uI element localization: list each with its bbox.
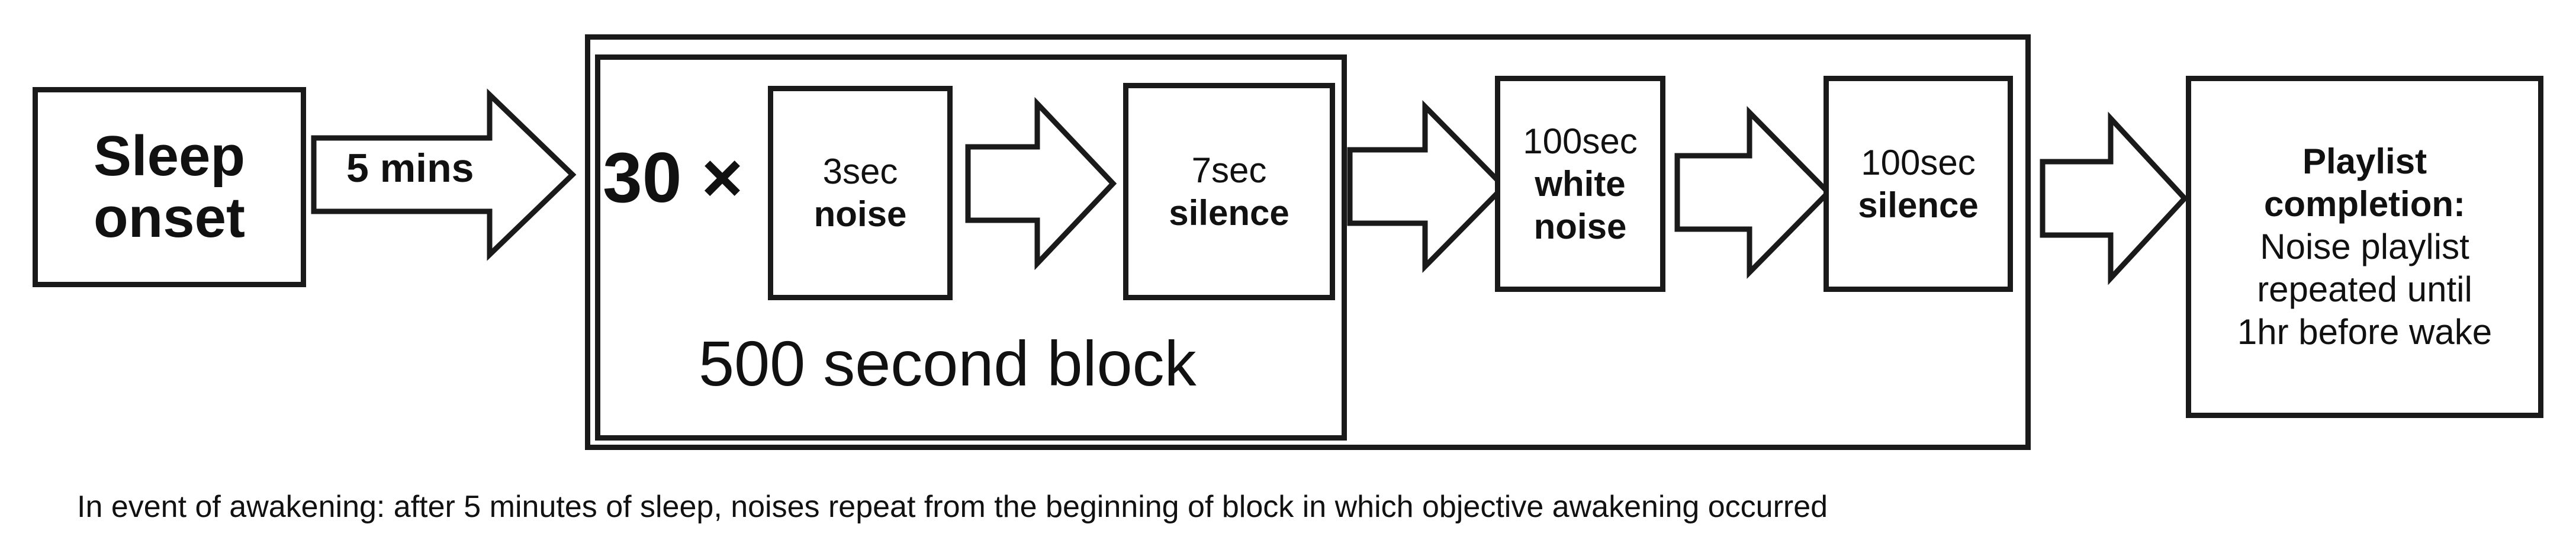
arrow-icon-noise-to-silence bbox=[965, 97, 1117, 271]
arrow-delay-shape bbox=[311, 88, 577, 261]
completion-text-line3: 1hr before wake bbox=[2237, 312, 2493, 352]
repeat-multiplier: 30 × bbox=[603, 138, 743, 217]
white-noise-line1: white bbox=[1535, 163, 1626, 204]
white-noise-duration: 100sec bbox=[1523, 121, 1638, 161]
silence-100sec-name: silence bbox=[1858, 185, 1979, 225]
playlist-completion-box: Playlist completion: Noise playlist repe… bbox=[2186, 76, 2543, 418]
white-noise-line2: noise bbox=[1533, 206, 1627, 246]
silence-7sec-duration: 7sec bbox=[1191, 150, 1267, 190]
arrow-to-completion-shape bbox=[2040, 111, 2189, 285]
white-noise-100sec-box: 100sec white noise bbox=[1495, 76, 1665, 292]
silence-7sec-box: 7sec silence bbox=[1123, 83, 1335, 300]
completion-text-line2: repeated until bbox=[2257, 269, 2472, 309]
arrow-icon-white-noise-to-silence bbox=[1674, 106, 1832, 279]
arrow-icon-delay bbox=[311, 88, 577, 261]
completion-text-line1: Noise playlist bbox=[2260, 227, 2469, 266]
sleep-onset-line2: onset bbox=[93, 186, 246, 249]
silence-100sec-box: 100sec silence bbox=[1824, 76, 2013, 292]
repeat-block-frame bbox=[595, 54, 1347, 441]
completion-title-line2: completion: bbox=[2264, 184, 2465, 224]
repeat-block-label: 500 second block bbox=[699, 327, 1197, 399]
arrow-white-noise-to-silence-shape bbox=[1674, 106, 1832, 279]
noise-3sec-name: noise bbox=[813, 194, 907, 234]
silence-7sec-name: silence bbox=[1169, 192, 1289, 233]
playlist-outer-frame bbox=[585, 34, 2031, 450]
sleep-onset-box: Sleep onset bbox=[33, 87, 306, 287]
completion-title-line1: Playlist bbox=[2302, 142, 2427, 181]
noise-3sec-duration: 3sec bbox=[822, 152, 898, 191]
arrow-delay-label: 5 mins bbox=[346, 146, 474, 191]
arrow-icon-block-to-white-noise bbox=[1347, 100, 1508, 273]
arrow-icon-to-completion bbox=[2040, 111, 2189, 285]
awakening-footnote: In event of awakening: after 5 minutes o… bbox=[77, 490, 1828, 524]
noise-3sec-box: 3sec noise bbox=[768, 86, 953, 300]
arrow-noise-to-silence-shape bbox=[965, 97, 1117, 271]
silence-100sec-duration: 100sec bbox=[1861, 142, 1976, 182]
arrow-block-to-white-noise-shape bbox=[1347, 100, 1508, 273]
sleep-onset-line1: Sleep bbox=[93, 124, 246, 188]
